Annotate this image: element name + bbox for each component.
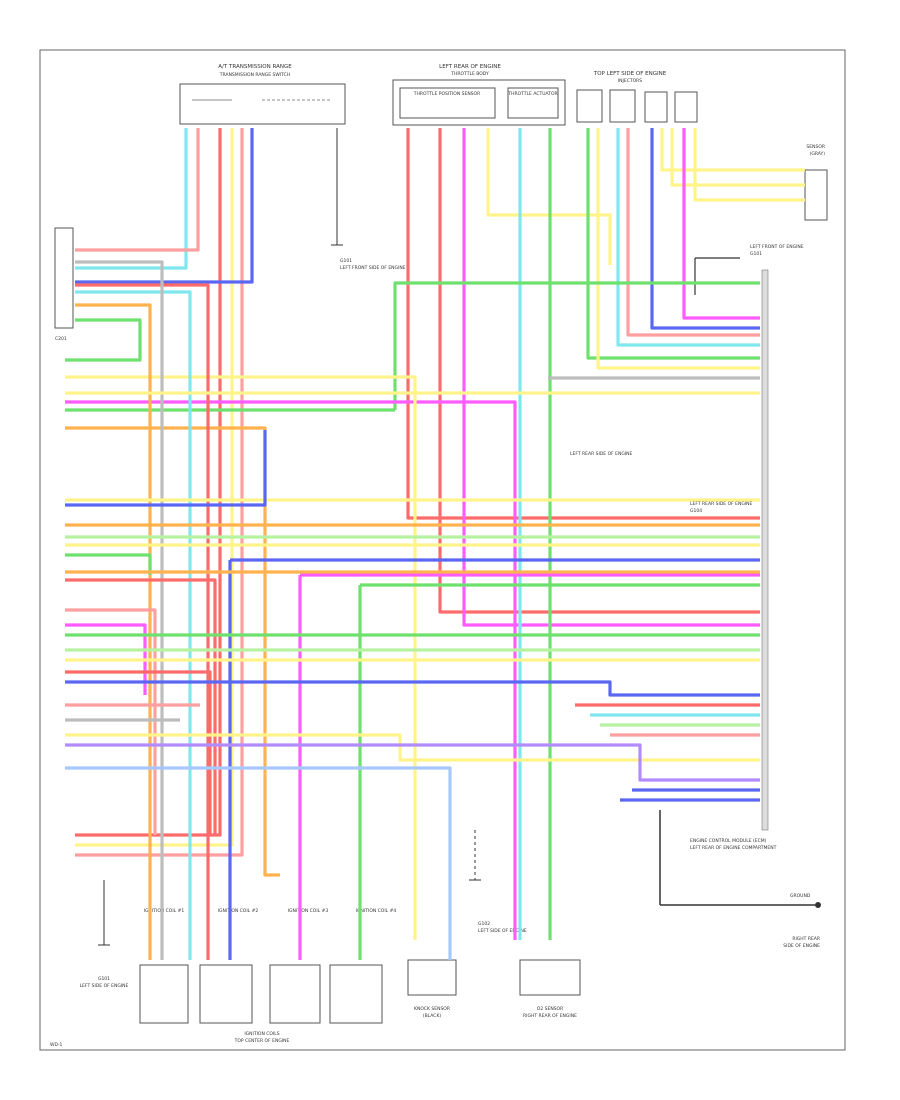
wire-layer xyxy=(65,128,805,960)
ground-top: G101 LEFT FRONT SIDE OF ENGINE xyxy=(331,128,406,271)
svg-text:TOP LEFT SIDE OF ENGINE: TOP LEFT SIDE OF ENGINE xyxy=(593,71,667,77)
note-right-bottom: RIGHT REAR xyxy=(792,936,820,942)
note-rear-2: LEFT REAR SIDE OF ENGINE xyxy=(690,501,753,507)
svg-text:LEFT SIDE OF ENGINE: LEFT SIDE OF ENGINE xyxy=(80,983,129,989)
svg-text:THROTTLE POSITION SENSOR: THROTTLE POSITION SENSOR xyxy=(413,91,480,97)
svg-text:THROTTLE BODY: THROTTLE BODY xyxy=(450,71,489,77)
wire-blue xyxy=(65,430,267,507)
wire-red xyxy=(75,283,210,960)
svg-text:O2 SENSOR: O2 SENSOR xyxy=(537,1006,563,1012)
svg-text:IGNITION COIL #3: IGNITION COIL #3 xyxy=(288,908,329,914)
left-connector: C201 xyxy=(54,227,74,342)
transmission-range-switch: A/T TRANSMISSION RANGE TRANSMISSION RANG… xyxy=(179,64,346,125)
svg-text:IGNITION COIL #2: IGNITION COIL #2 xyxy=(218,908,259,914)
wire-red xyxy=(406,128,760,520)
svg-text:LEFT REAR OF ENGINE: LEFT REAR OF ENGINE xyxy=(439,64,501,70)
wire-cyan xyxy=(616,128,760,347)
svg-text:TRANSMISSION RANGE SWITCH: TRANSMISSION RANGE SWITCH xyxy=(219,72,290,78)
wire-red xyxy=(75,128,222,837)
o2-sensor: O2 SENSOR RIGHT REAR OF ENGINE xyxy=(519,959,581,1019)
wire-green xyxy=(65,553,152,575)
svg-text:G101: G101 xyxy=(98,976,110,982)
svg-text:G101: G101 xyxy=(340,258,352,264)
ecm-pin-column xyxy=(761,269,769,831)
wire-green xyxy=(65,318,142,362)
ecm-label: ENGINE CONTROL MODULE (ECM) xyxy=(690,838,767,844)
svg-text:KNOCK SENSOR: KNOCK SENSOR xyxy=(414,1006,450,1012)
wire-green xyxy=(586,128,760,360)
ignition-coil-1: IGNITION COIL #1 xyxy=(139,908,189,1024)
wire-pink xyxy=(626,128,760,337)
diagram-frame xyxy=(39,49,846,1051)
wire-pink xyxy=(75,128,244,857)
wire-yellow xyxy=(75,128,234,847)
svg-text:SENSOR: SENSOR xyxy=(806,144,825,150)
wire-yellow xyxy=(693,128,805,202)
wire-orange xyxy=(75,303,152,960)
corner-mark: WD-1 xyxy=(50,1042,63,1048)
svg-text:RIGHT REAR OF ENGINE: RIGHT REAR OF ENGINE xyxy=(523,1013,577,1019)
svg-text:GROUND: GROUND xyxy=(790,893,811,899)
svg-text:THROTTLE ACTUATOR: THROTTLE ACTUATOR xyxy=(507,91,557,97)
svg-text:LEFT FRONT SIDE OF ENGINE: LEFT FRONT SIDE OF ENGINE xyxy=(340,265,406,271)
svg-text:INJECTORS: INJECTORS xyxy=(618,78,642,84)
wire-green xyxy=(393,281,760,410)
wire-magenta xyxy=(682,128,760,320)
wire-red xyxy=(65,670,212,835)
wire-blue xyxy=(75,128,254,284)
ground-mid: G102 LEFT SIDE OF ENGINE xyxy=(469,830,527,934)
svg-text:G101: G101 xyxy=(750,251,762,257)
wire-blue xyxy=(650,128,760,330)
coils-caption: IGNITION COILS xyxy=(244,1031,279,1037)
note-right-bottom-sub: SIDE OF ENGINE xyxy=(783,943,820,949)
throttle-body: LEFT REAR OF ENGINE THROTTLE BODY THROTT… xyxy=(392,64,566,126)
wire-pink xyxy=(65,608,157,835)
wire-lblue xyxy=(65,766,452,960)
wire-yellow xyxy=(596,128,760,370)
wire-pink xyxy=(75,128,200,252)
wire-cyan xyxy=(75,128,188,270)
svg-text:IGNITION COIL #1: IGNITION COIL #1 xyxy=(144,908,185,914)
ignition-coil-4: IGNITION COIL #4 xyxy=(329,908,397,1024)
svg-text:G102: G102 xyxy=(478,921,490,927)
wire-violet xyxy=(65,743,760,782)
wire-cyan xyxy=(75,290,192,960)
knock-sensor: KNOCK SENSOR (BLACK) xyxy=(407,959,457,1019)
ignition-coil-2: IGNITION COIL #2 xyxy=(199,908,259,1024)
wire-gray xyxy=(75,260,164,960)
wire-red xyxy=(438,128,760,614)
right-sensor: SENSOR (GRAY) xyxy=(804,144,828,221)
svg-text:IGNITION COIL #4: IGNITION COIL #4 xyxy=(356,908,397,914)
note-rear-1: LEFT REAR SIDE OF ENGINE xyxy=(570,451,633,457)
svg-text:LEFT FRONT OF ENGINE: LEFT FRONT OF ENGINE xyxy=(750,244,804,250)
ground-right: GROUND xyxy=(659,810,821,908)
ecm-sublabel: LEFT REAR OF ENGINE COMPARTMENT xyxy=(690,845,777,851)
wire-magenta xyxy=(462,128,760,627)
svg-text:LEFT SIDE OF ENGINE: LEFT SIDE OF ENGINE xyxy=(478,928,527,934)
note-rear-2-sub: G104 xyxy=(690,508,702,514)
coils-caption-sub: TOP CENTER OF ENGINE xyxy=(234,1038,290,1044)
ignition-coil-3: IGNITION COIL #3 xyxy=(269,908,329,1024)
svg-text:A/T TRANSMISSION RANGE: A/T TRANSMISSION RANGE xyxy=(218,64,292,70)
wire-blue xyxy=(65,680,760,697)
wire-yellow xyxy=(65,733,760,762)
wire-yellow xyxy=(65,375,417,940)
svg-text:(BLACK): (BLACK) xyxy=(423,1013,442,1019)
wire-red xyxy=(65,578,217,835)
svg-text:C201: C201 xyxy=(55,336,67,342)
right-junction: LEFT FRONT OF ENGINE G101 xyxy=(694,244,804,295)
wire-yellow xyxy=(660,128,805,172)
injector-group: TOP LEFT SIDE OF ENGINE INJECTORS xyxy=(576,71,698,123)
ground-bottom-left: G101 LEFT SIDE OF ENGINE xyxy=(80,880,129,989)
wire-yellow xyxy=(670,128,805,187)
svg-text:(GRAY): (GRAY) xyxy=(810,151,826,157)
